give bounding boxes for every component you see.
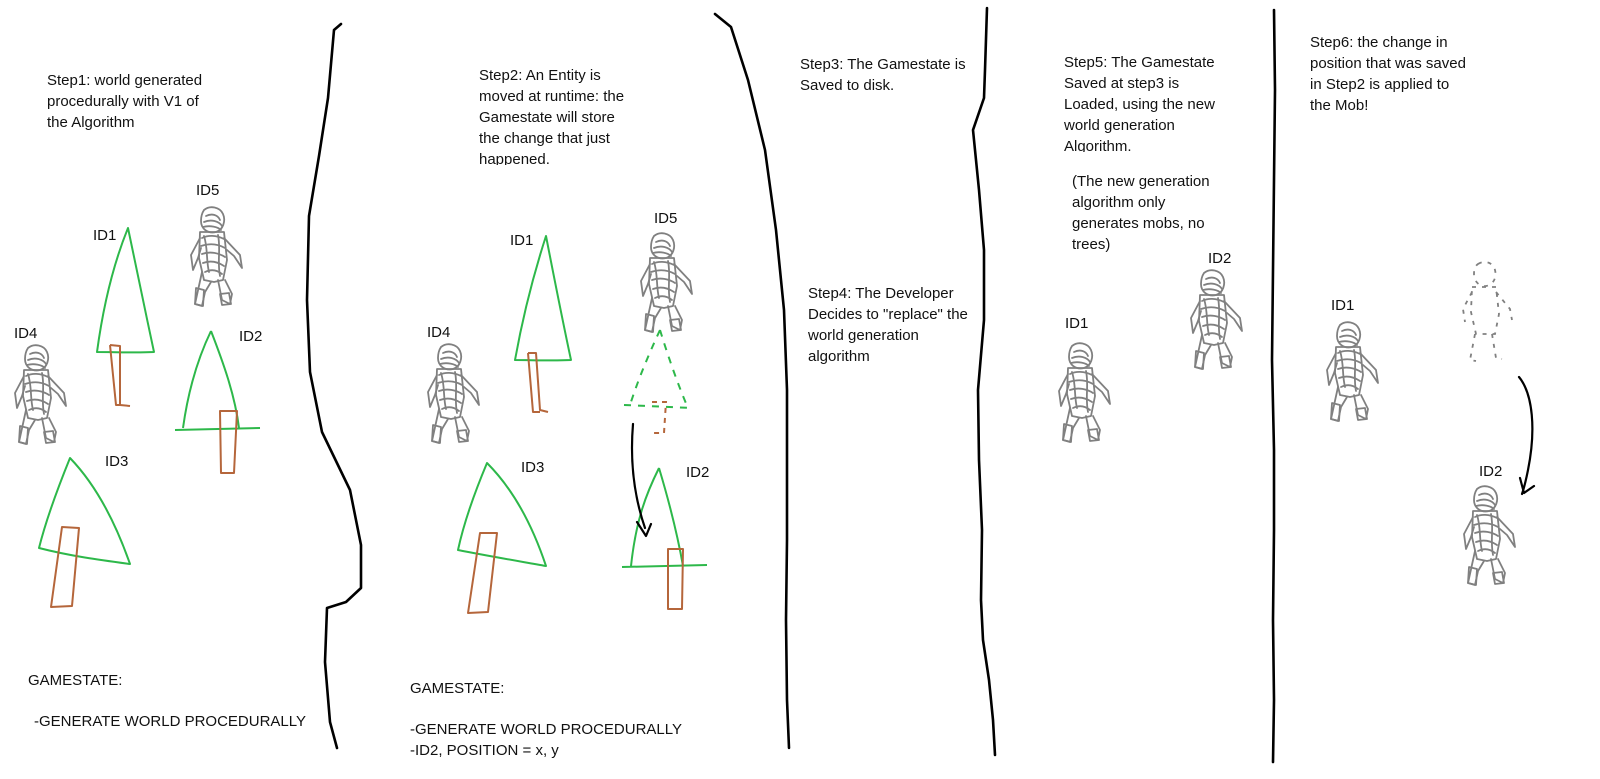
panel3-step3-text: Step3: The Gamestate is Saved to disk.	[800, 56, 966, 94]
panel5-mob-id1	[1326, 321, 1379, 422]
panel2-label-id1: ID1	[510, 232, 534, 249]
panel5-label-id1: ID1	[1331, 297, 1355, 314]
panel2-gamestate-lines: -GENERATE WORLD PROCEDURALLY -ID2, POSIT…	[410, 721, 682, 759]
panel1-tree-id1	[96, 227, 155, 407]
panel2-tree-id2-new	[621, 467, 708, 610]
panel-divider-3	[971, 6, 997, 757]
panel5-mob-id2	[1463, 485, 1516, 586]
panel4-step5-text: Step5: The Gamestate Saved at step3 is L…	[1064, 54, 1215, 152]
panel1-label-id3: ID3	[105, 453, 129, 470]
panel3-step4-text: Step4: The Developer Decides to "replace…	[808, 285, 968, 365]
panel4-note-text: (The new generation algorithm only gener…	[1072, 173, 1210, 253]
panel1-mob-id5	[190, 206, 243, 307]
panel4-label-id2: ID2	[1208, 250, 1232, 267]
panel-divider-1	[305, 22, 363, 750]
panel-divider-2	[713, 12, 791, 750]
panel1-tree-id3	[38, 457, 131, 608]
panel2-move-arrow	[630, 422, 653, 538]
panel2-mob-id5	[640, 232, 693, 333]
panel2-tree-id3	[457, 462, 547, 614]
panel1-label-id2: ID2	[239, 328, 263, 345]
panel1-gamestate-lines: -GENERATE WORLD PROCEDURALLY	[34, 713, 306, 730]
panel-divider-4	[1270, 8, 1277, 764]
panel2-gamestate-title: GAMESTATE:	[410, 680, 505, 697]
panel1-label-id4: ID4	[14, 325, 38, 342]
panel1-label-id1: ID1	[93, 227, 117, 244]
panel5-mob-id2-ghost	[1462, 261, 1513, 362]
panel2-tree-id1	[514, 235, 572, 413]
panel2-mob-id4	[427, 343, 480, 444]
panel4-mob-id1	[1058, 342, 1111, 443]
panel4-mob-id2	[1190, 269, 1243, 370]
panel2-label-id5: ID5	[654, 210, 678, 227]
panel2-label-id3: ID3	[521, 459, 545, 476]
panel2-step-text: Step2: An Entity is moved at runtime: th…	[479, 67, 625, 165]
panel1-gamestate-title: GAMESTATE:	[28, 672, 123, 689]
panel5-step6-text: Step6: the change in position that was s…	[1310, 34, 1466, 114]
panel2-label-id2: ID2	[686, 464, 710, 481]
panel4-label-id1: ID1	[1065, 315, 1089, 332]
panel5-label-id2: ID2	[1479, 463, 1503, 480]
panel2-tree-id2-old-ghost	[623, 329, 693, 434]
panel1-mob-id4	[14, 344, 67, 445]
panel1-tree-id2	[174, 330, 261, 474]
panel1-step-text: Step1: world generated procedurally with…	[47, 72, 203, 131]
panel5-move-arrow	[1517, 375, 1536, 496]
panel2-label-id4: ID4	[427, 324, 451, 341]
panel1-label-id5: ID5	[196, 182, 220, 199]
